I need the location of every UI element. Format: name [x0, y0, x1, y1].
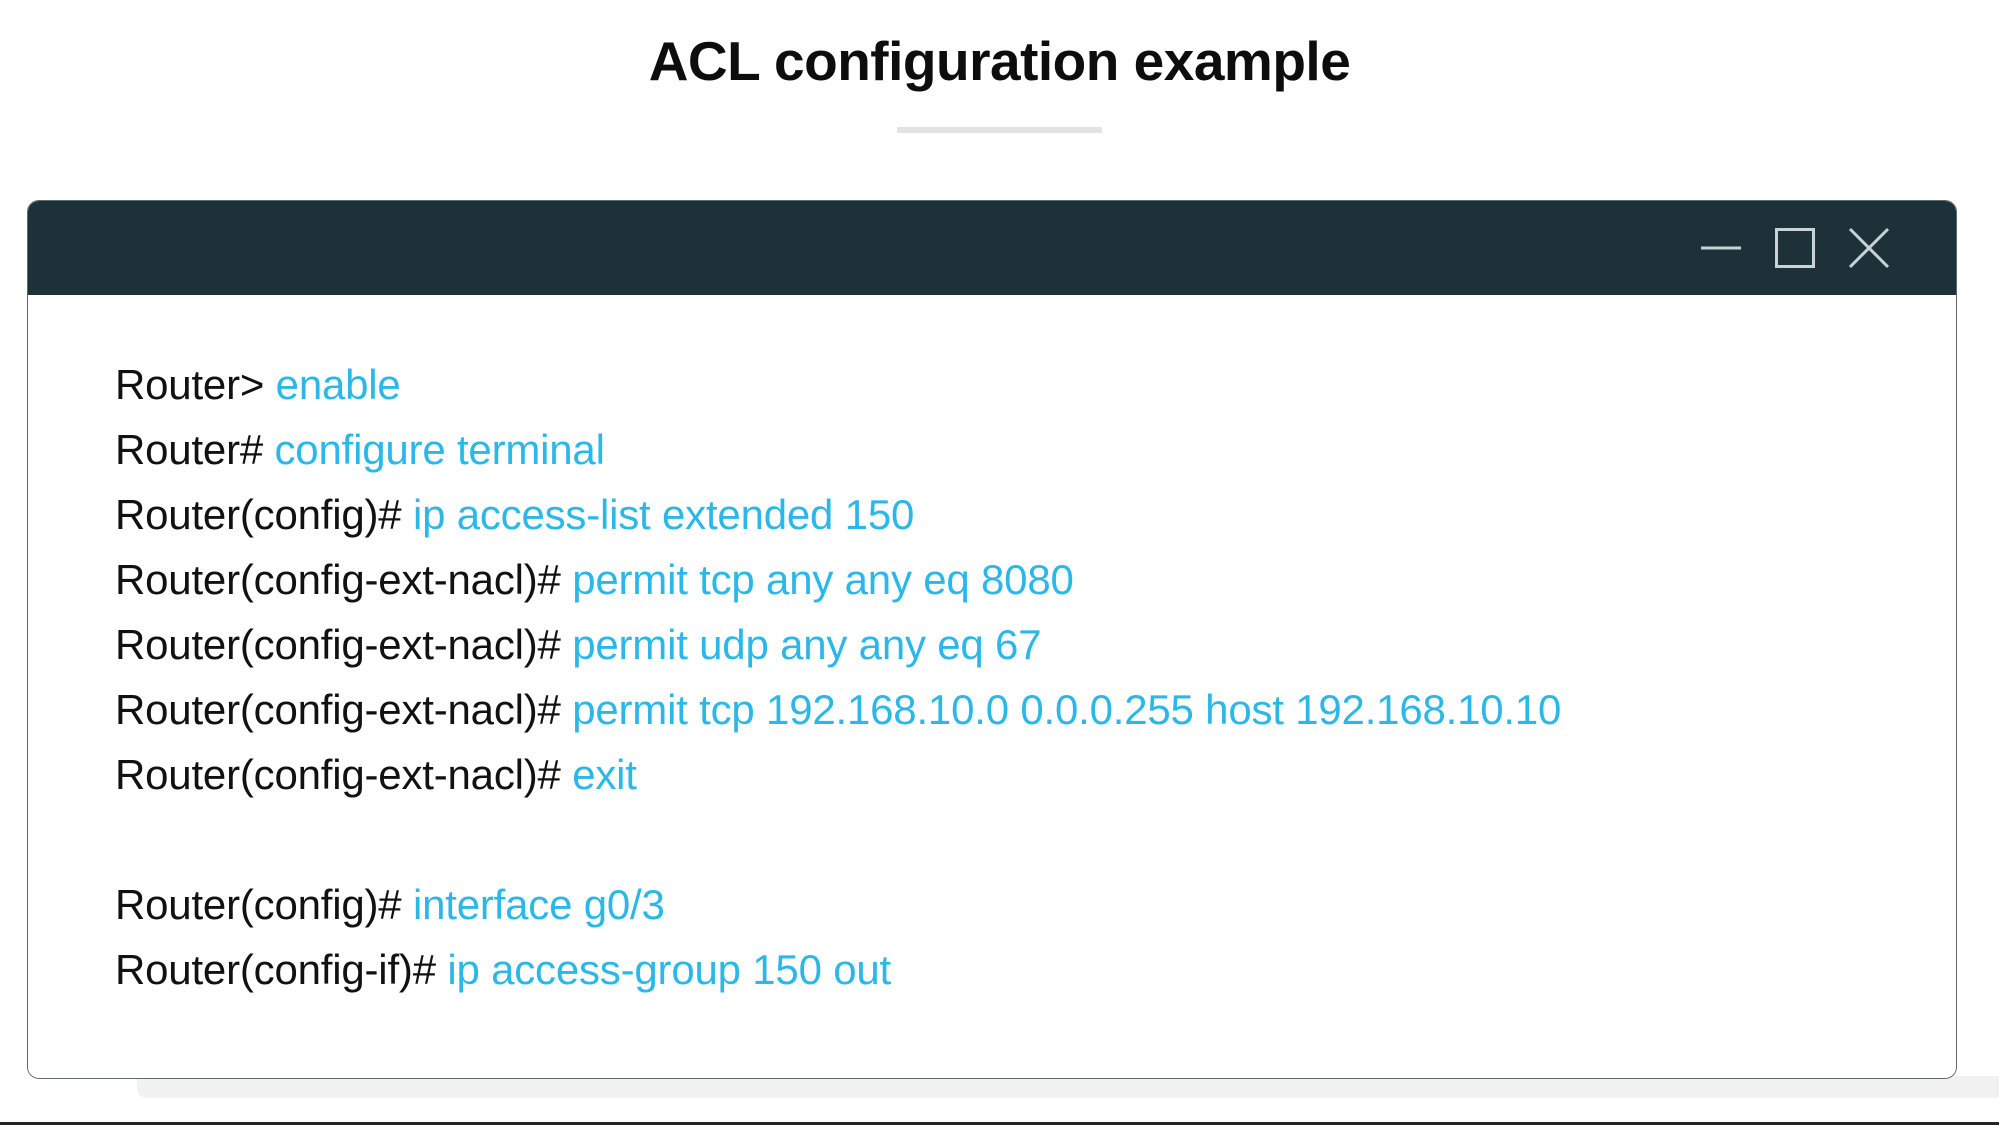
terminal-line: Router# configure terminal: [115, 417, 1956, 482]
close-icon: [1848, 227, 1890, 269]
terminal-shell: Router> enable Router# configure termina…: [27, 200, 1999, 1098]
terminal-prompt: Router(config)#: [115, 881, 413, 928]
terminal-window: Router> enable Router# configure termina…: [27, 200, 1957, 1079]
page-header: ACL configuration example: [0, 0, 1999, 134]
terminal-line: Router(config-ext-nacl)# permit tcp 192.…: [115, 677, 1956, 742]
terminal-line: Router(config-ext-nacl)# exit: [115, 742, 1956, 807]
terminal-line: Router> enable: [115, 352, 1956, 417]
terminal-prompt: Router(config-ext-nacl)#: [115, 751, 573, 798]
terminal-line: Router(config)# interface g0/3: [115, 872, 1956, 937]
terminal-prompt: Router(config-ext-nacl)#: [115, 556, 573, 603]
terminal-drop-shadow: [137, 1076, 1999, 1098]
terminal-command: interface g0/3: [412, 881, 665, 928]
terminal-line: Router(config)# ip access-list extended …: [115, 482, 1956, 547]
terminal-titlebar[interactable]: [28, 201, 1956, 295]
terminal-command: exit: [572, 751, 637, 798]
terminal-prompt: Router(config)#: [115, 491, 413, 538]
terminal-command: ip access-list extended 150: [412, 491, 915, 538]
page-bottom-rule: [0, 1122, 1999, 1125]
terminal-prompt: Router(config-ext-nacl)#: [115, 621, 573, 668]
terminal-command: permit tcp 192.168.10.0 0.0.0.255 host 1…: [572, 686, 1562, 733]
terminal-output[interactable]: Router> enable Router# configure termina…: [28, 295, 1956, 1078]
terminal-command: configure terminal: [274, 426, 605, 473]
terminal-prompt: Router(config-ext-nacl)#: [115, 686, 573, 733]
close-button[interactable]: [1832, 220, 1906, 276]
terminal-blank-line: [115, 807, 1956, 872]
minimize-icon: [1701, 246, 1741, 250]
terminal-line: Router(config-ext-nacl)# permit tcp any …: [115, 547, 1956, 612]
title-divider: [897, 127, 1102, 134]
maximize-icon: [1775, 228, 1815, 268]
page-title: ACL configuration example: [648, 30, 1351, 92]
terminal-command: enable: [275, 361, 401, 408]
terminal-command: ip access-group 150 out: [447, 946, 892, 993]
maximize-button[interactable]: [1758, 220, 1832, 276]
terminal-prompt: Router#: [115, 426, 275, 473]
minimize-button[interactable]: [1684, 220, 1758, 276]
terminal-line: Router(config-ext-nacl)# permit udp any …: [115, 612, 1956, 677]
terminal-prompt: Router>: [115, 361, 276, 408]
terminal-line: Router(config-if)# ip access-group 150 o…: [115, 937, 1956, 1002]
terminal-command: permit tcp any any eq 8080: [572, 556, 1074, 603]
terminal-command: permit udp any any eq 67: [572, 621, 1042, 668]
terminal-prompt: Router(config-if)#: [115, 946, 448, 993]
